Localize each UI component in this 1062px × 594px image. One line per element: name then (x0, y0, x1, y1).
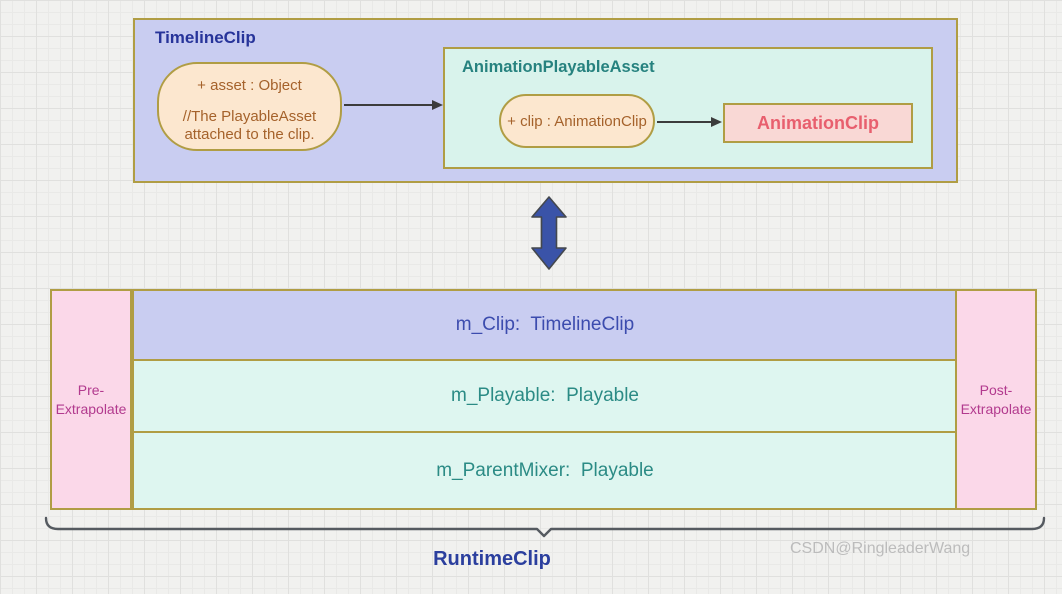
row-m-playable: m_Playable: Playable (132, 361, 958, 433)
pre-extrapolate-line2: Extrapolate (55, 400, 127, 417)
post-extrapolate-line1: Post- (979, 381, 1013, 398)
row-m-clip: m_Clip: TimelineClip (132, 289, 958, 361)
runtime-clip-label: RuntimeClip (433, 548, 551, 570)
asset-to-apa-arrowhead-icon (432, 100, 443, 110)
row-m-parentmixer: m_ParentMixer: Playable (132, 433, 958, 510)
asset-comment-line2: attached to the clip. (184, 126, 315, 143)
clip-to-animationclip-arrowhead-icon (711, 117, 722, 127)
pre-extrapolate-line1: Pre- (77, 381, 105, 398)
animation-playable-asset-title: AnimationPlayableAsset (462, 58, 655, 76)
asset-to-apa-arrow (344, 104, 434, 106)
row-m-parentmixer-label: m_ParentMixer: Playable (436, 459, 654, 481)
post-extrapolate-column: Post- Extrapolate (955, 289, 1037, 510)
clip-field-node: + clip : AnimationClip (499, 94, 655, 148)
asset-signature: + asset : Object (197, 77, 302, 94)
pre-extrapolate-column: Pre- Extrapolate (50, 289, 132, 510)
asset-field-node: + asset : Object //The PlayableAsset att… (157, 62, 342, 151)
watermark: CSDN@RingleaderWang (790, 540, 971, 557)
timeline-clip-title: TimelineClip (155, 28, 256, 47)
bidirectional-arrow-icon (531, 196, 567, 270)
clip-signature: + clip : AnimationClip (507, 112, 647, 130)
asset-comment: //The PlayableAsset attached to the clip… (183, 108, 316, 144)
clip-to-animationclip-arrow (657, 121, 713, 123)
asset-comment-line1: //The PlayableAsset (182, 108, 317, 125)
animation-clip-box: AnimationClip (723, 103, 913, 143)
runtime-clip-brace (44, 516, 1046, 538)
row-m-clip-label: m_Clip: TimelineClip (455, 314, 635, 335)
row-m-playable-label: m_Playable: Playable (451, 385, 639, 406)
animation-clip-label: AnimationClip (757, 112, 879, 133)
post-extrapolate-line2: Extrapolate (960, 400, 1032, 417)
